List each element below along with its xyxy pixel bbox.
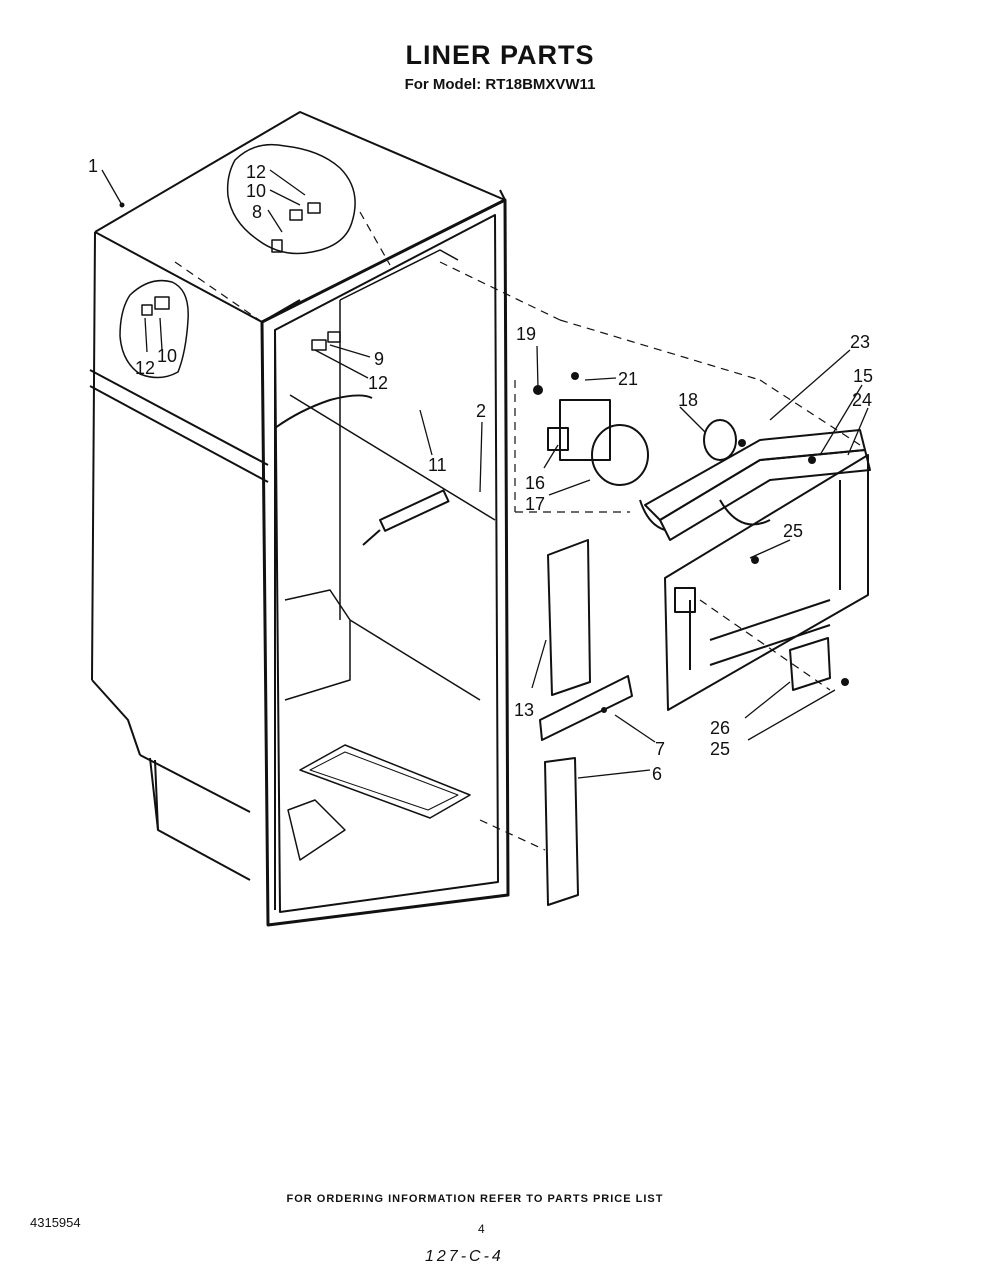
duct-panel [544,757,579,906]
callout-23: 23 [850,332,870,352]
callout-10: 10 [246,181,266,201]
sensor-probe [379,489,450,532]
callout-1: 1 [88,156,98,176]
callout-7: 7 [655,739,665,759]
callout-9: 9 [374,349,384,369]
page-number: 4 [478,1222,485,1236]
handwritten-code: 127-C-4 [425,1248,504,1265]
callout-18: 18 [678,390,698,410]
callout-6: 6 [652,764,662,784]
callout-11: 11 [428,455,447,475]
callout-25: 25 [783,521,803,541]
callout-13: 13 [514,700,534,720]
evaporator-cover [664,454,869,711]
document-number: 4315954 [30,1215,81,1230]
cutaway-side [119,279,189,379]
clip-brackets [141,202,341,351]
cover-plate [789,637,831,691]
fan-shroud [639,429,871,541]
callout-17: 17 [525,494,545,514]
callout-2: 2 [476,401,486,421]
wire-harness [274,394,373,429]
callout-leaders [101,169,869,779]
callout-25: 25 [710,739,730,759]
damper-plate [539,675,633,741]
assembly-leaders [174,211,861,851]
ordering-note: FOR ORDERING INFORMATION REFER TO PARTS … [286,1193,664,1205]
model-subtitle: For Model: RT18BMXVW11 [404,76,596,93]
callout-15: 15 [853,366,873,386]
callout-12: 12 [135,358,155,378]
air-duct [547,539,591,696]
cutaway-top [226,143,356,255]
callout-arrowheads [119,202,849,713]
callout-10: 10 [157,346,177,366]
callout-12: 12 [246,162,266,182]
fan-motor [547,399,737,486]
cabinet-shell [89,111,506,881]
callout-21: 21 [618,369,638,389]
callout-24: 24 [852,390,872,410]
callout-19: 19 [516,324,536,344]
callout-8: 8 [252,202,262,222]
liner-frame [260,189,510,927]
callout-12: 12 [368,373,388,393]
callout-16: 16 [525,473,545,493]
callout-26: 26 [710,718,730,738]
page-title: LINER PARTS [405,40,595,70]
